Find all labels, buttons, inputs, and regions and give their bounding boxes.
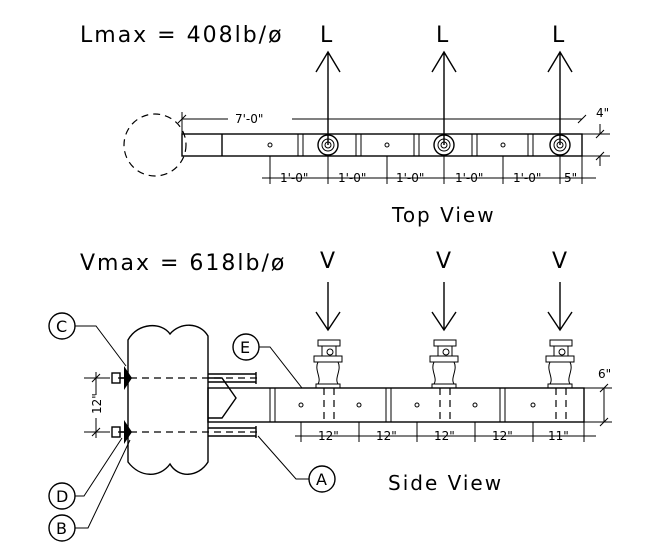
svg-text:B: B bbox=[56, 519, 67, 538]
svg-text:E: E bbox=[240, 338, 250, 357]
side-spacing-5: 11" bbox=[548, 429, 569, 443]
side-pipe bbox=[127, 324, 209, 475]
top-pipe-outline bbox=[123, 113, 187, 177]
side-clamps bbox=[313, 339, 575, 389]
side-load-arrows: V V V bbox=[315, 249, 573, 332]
svg-text:A: A bbox=[316, 470, 327, 489]
top-width: 4" bbox=[596, 106, 609, 120]
load-label-v-1: V bbox=[320, 249, 337, 274]
svg-text:D: D bbox=[56, 487, 68, 506]
top-spacing-6: 5" bbox=[564, 171, 577, 185]
top-spacing-2: 1'-0" bbox=[338, 171, 366, 185]
top-spacing-5: 1'-0" bbox=[513, 171, 541, 185]
callout-a: A bbox=[257, 435, 336, 493]
top-spacing-1: 1'-0" bbox=[280, 171, 308, 185]
side-spacing-3: 12" bbox=[434, 429, 455, 443]
load-label-l-1: L bbox=[320, 23, 334, 48]
top-load-arrows: L L L bbox=[315, 23, 573, 145]
side-spacing-2: 12" bbox=[376, 429, 397, 443]
top-view-title: Top View bbox=[391, 203, 496, 227]
top-spacing-4: 1'-0" bbox=[455, 171, 483, 185]
callout-b: B bbox=[48, 439, 131, 542]
load-label-v-2: V bbox=[436, 249, 453, 274]
top-connectors bbox=[317, 134, 571, 156]
side-bolt-spacing: 12" bbox=[90, 393, 104, 414]
side-spacing-4: 12" bbox=[492, 429, 513, 443]
callout-c: C bbox=[48, 312, 127, 367]
load-label-l-2: L bbox=[436, 23, 450, 48]
load-label-l-3: L bbox=[552, 23, 566, 48]
callouts: C E A D B bbox=[48, 312, 336, 542]
side-spacing-1: 12" bbox=[318, 429, 339, 443]
callout-e: E bbox=[232, 333, 303, 389]
svg-text:C: C bbox=[56, 317, 67, 336]
side-beam bbox=[207, 387, 585, 423]
callout-d: D bbox=[48, 437, 123, 510]
side-bolts bbox=[111, 366, 262, 444]
top-view: Lmax = 408lb/ø L L L 7'-0" bbox=[80, 23, 610, 227]
top-load-formula: Lmax = 408lb/ø bbox=[80, 23, 284, 48]
load-label-v-3: V bbox=[552, 249, 569, 274]
top-beam bbox=[181, 133, 583, 157]
side-load-formula: Vmax = 618lb/ø bbox=[80, 251, 286, 276]
top-spacing-3: 1'-0" bbox=[396, 171, 424, 185]
side-view: Vmax = 618lb/ø V V V bbox=[80, 249, 612, 495]
top-overall-length: 7'-0" bbox=[235, 112, 263, 126]
side-view-title: Side View bbox=[388, 471, 503, 495]
side-depth: 6" bbox=[598, 367, 611, 381]
